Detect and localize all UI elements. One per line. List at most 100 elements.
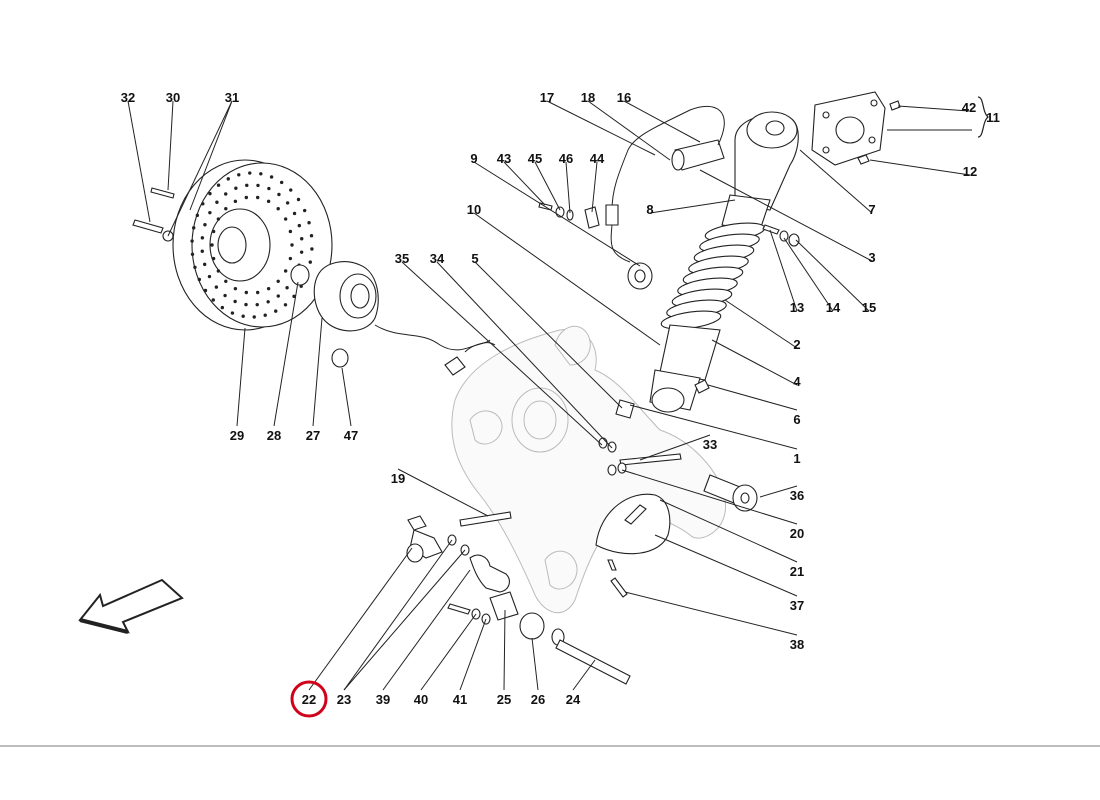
leader-line-15	[795, 239, 870, 312]
callout-45[interactable]: 45	[528, 151, 542, 166]
callout-36[interactable]: 36	[790, 488, 804, 503]
callout-21[interactable]: 21	[790, 564, 804, 579]
callout-37[interactable]: 37	[790, 598, 804, 613]
leader-line-4	[711, 339, 798, 386]
drill-hole	[279, 180, 284, 185]
callout-35[interactable]: 35	[395, 251, 409, 266]
callout-27[interactable]: 27	[306, 428, 320, 443]
drill-hole	[223, 293, 227, 298]
drill-hole	[216, 217, 221, 221]
leader-line-22	[308, 547, 413, 691]
drill-hole	[276, 207, 280, 211]
callout-43[interactable]: 43	[497, 151, 511, 166]
leader-line-12	[869, 159, 971, 176]
callout-14[interactable]: 14	[826, 300, 841, 315]
callout-34[interactable]: 34	[430, 251, 445, 266]
tie-rod-end[interactable]	[406, 515, 443, 563]
drill-hole	[244, 302, 248, 307]
callout-40[interactable]: 40	[414, 692, 428, 707]
bent-link[interactable]	[469, 554, 510, 593]
callout-32[interactable]: 32	[121, 90, 135, 105]
drill-hole	[233, 299, 237, 304]
callout-8[interactable]: 8	[646, 202, 653, 217]
drill-hole	[310, 247, 314, 251]
callout-26[interactable]: 26	[531, 692, 545, 707]
sensor-cable	[374, 324, 496, 376]
leader-line-26	[531, 637, 539, 691]
top-mount-bracket[interactable]	[811, 91, 901, 166]
drill-hole	[224, 279, 228, 283]
leader-line-14	[783, 237, 834, 312]
callout-18[interactable]: 18	[581, 90, 595, 105]
drill-hole	[202, 262, 207, 267]
callout-19[interactable]: 19	[391, 471, 405, 486]
leader-line-1	[629, 404, 798, 450]
drill-hole	[193, 265, 197, 269]
callout-47[interactable]: 47	[344, 428, 358, 443]
drill-hole	[192, 226, 196, 230]
callout-42[interactable]: 42	[962, 100, 976, 115]
drill-hole	[307, 221, 311, 225]
damper-sensor[interactable]	[605, 105, 725, 290]
wheel-hub[interactable]	[290, 261, 379, 368]
leader-line-8	[649, 199, 736, 214]
drill-hole	[201, 202, 205, 206]
callout-13[interactable]: 13	[790, 300, 804, 315]
drill-hole	[309, 233, 314, 238]
drill-hole	[255, 195, 260, 200]
drill-hole	[190, 252, 195, 257]
leader-line-7	[799, 149, 873, 214]
callout-5[interactable]: 5	[471, 251, 478, 266]
callout-28[interactable]: 28	[267, 428, 281, 443]
callout-11[interactable]: 11	[986, 110, 1000, 125]
leader-line-28	[273, 281, 299, 427]
callout-29[interactable]: 29	[230, 428, 244, 443]
callout-33[interactable]: 33	[703, 437, 717, 452]
callout-6[interactable]: 6	[793, 412, 800, 427]
callout-25[interactable]: 25	[497, 692, 511, 707]
drill-hole	[216, 269, 221, 273]
drill-hole	[216, 183, 221, 187]
callout-4[interactable]: 4	[793, 374, 801, 389]
callout-15[interactable]: 15	[862, 300, 876, 315]
callout-46[interactable]: 46	[559, 151, 573, 166]
callout-10[interactable]: 10	[467, 202, 481, 217]
drill-hole	[292, 294, 296, 299]
callout-9[interactable]: 9	[470, 151, 477, 166]
drill-hole	[285, 201, 290, 205]
callout-44[interactable]: 44	[590, 151, 605, 166]
callout-1[interactable]: 1	[793, 451, 800, 466]
leader-line-23	[343, 539, 453, 691]
drill-hole	[300, 237, 304, 241]
callout-23[interactable]: 23	[337, 692, 351, 707]
callout-20[interactable]: 20	[790, 526, 804, 541]
callout-39[interactable]: 39	[376, 692, 390, 707]
callout-12[interactable]: 12	[963, 164, 977, 179]
drill-hole	[267, 186, 271, 191]
callout-2[interactable]: 2	[793, 337, 800, 352]
leader-line-45	[534, 161, 561, 211]
callout-30[interactable]: 30	[166, 90, 180, 105]
cover-plate[interactable]	[595, 493, 671, 555]
drill-hole	[224, 192, 228, 196]
callout-31[interactable]: 31	[225, 90, 239, 105]
shock-absorber[interactable]	[649, 111, 799, 413]
callout-3[interactable]: 3	[868, 250, 875, 265]
callout-38[interactable]: 38	[790, 637, 804, 652]
drill-hole	[292, 211, 297, 216]
callout-16[interactable]: 16	[617, 90, 631, 105]
drill-hole	[248, 171, 252, 175]
drill-hole	[210, 243, 214, 247]
leader-lines	[127, 100, 971, 691]
brake-disc[interactable]	[172, 159, 333, 331]
callout-22[interactable]: 22	[302, 692, 316, 707]
drill-hole	[203, 288, 208, 293]
leader-line-41	[459, 618, 487, 691]
callout-24[interactable]: 24	[566, 692, 581, 707]
callout-41[interactable]: 41	[453, 692, 467, 707]
drill-hole	[203, 223, 207, 227]
callout-7[interactable]: 7	[868, 202, 875, 217]
callout-17[interactable]: 17	[540, 90, 554, 105]
leader-line-42	[897, 105, 970, 112]
